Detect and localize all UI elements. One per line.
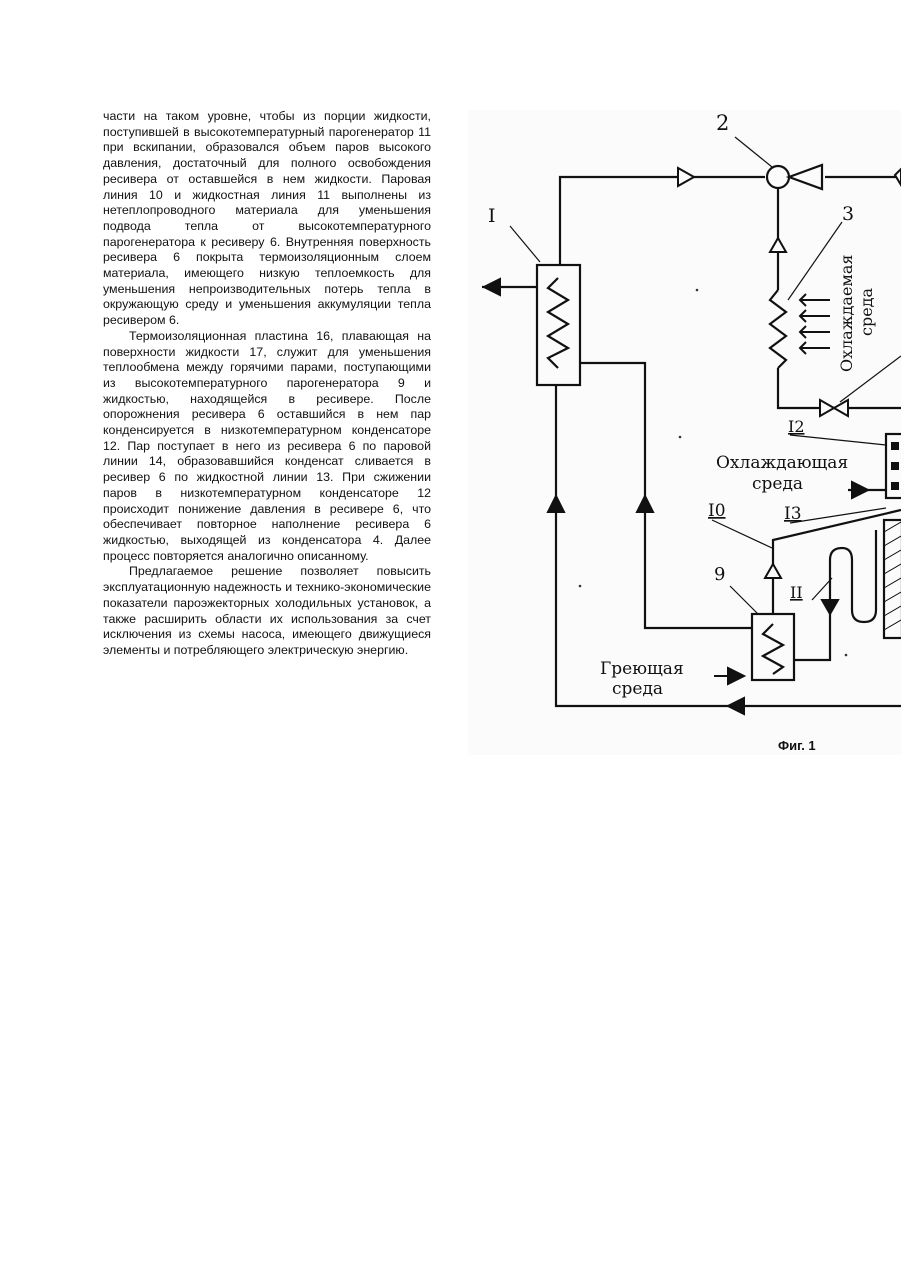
- scan-background: [468, 110, 901, 755]
- schematic-diagram: 2 3 I I2 I3 I0 9 II Охлаждающая среда Гр…: [468, 110, 901, 755]
- scan-speck: [679, 436, 682, 439]
- label-cooled-line-1: Охлаждаемая: [837, 255, 856, 373]
- lt-condenser-mark-1: [891, 442, 899, 450]
- paragraph-1: части на таком уровне, чтобы из порции ж…: [103, 109, 431, 329]
- paragraph-2: Термоизоляционная пластина 16, плавающая…: [103, 329, 431, 565]
- label-3: 3: [842, 203, 854, 225]
- label-1: I: [488, 205, 496, 227]
- lt-condenser-mark-3: [891, 482, 899, 490]
- label-12: I2: [788, 417, 805, 436]
- text-column: части на таком уровне, чтобы из порции ж…: [103, 109, 431, 659]
- label-13: I3: [784, 504, 802, 524]
- label-heating-line-2: среда: [612, 679, 663, 699]
- scan-speck: [579, 585, 582, 588]
- label-heating-line-1: Греющая: [600, 659, 684, 679]
- lt-condenser-mark-2: [891, 462, 899, 470]
- label-10: I0: [708, 501, 726, 521]
- scan-speck: [696, 289, 699, 292]
- label-cooled-line-2: среда: [857, 287, 876, 336]
- label-2: 2: [716, 111, 729, 135]
- label-9: 9: [714, 564, 725, 585]
- label-cooling-line-2: среда: [752, 474, 803, 494]
- paragraph-3: Предлагаемое решение позволяет повысить …: [103, 564, 431, 658]
- label-cooling-line-1: Охлаждающая: [716, 453, 848, 473]
- figure-1: 2 3 I I2 I3 I0 9 II Охлаждающая среда Гр…: [468, 110, 901, 755]
- scan-speck: [845, 654, 848, 657]
- label-11: II: [790, 583, 803, 602]
- figure-caption: Фиг. 1: [778, 738, 816, 753]
